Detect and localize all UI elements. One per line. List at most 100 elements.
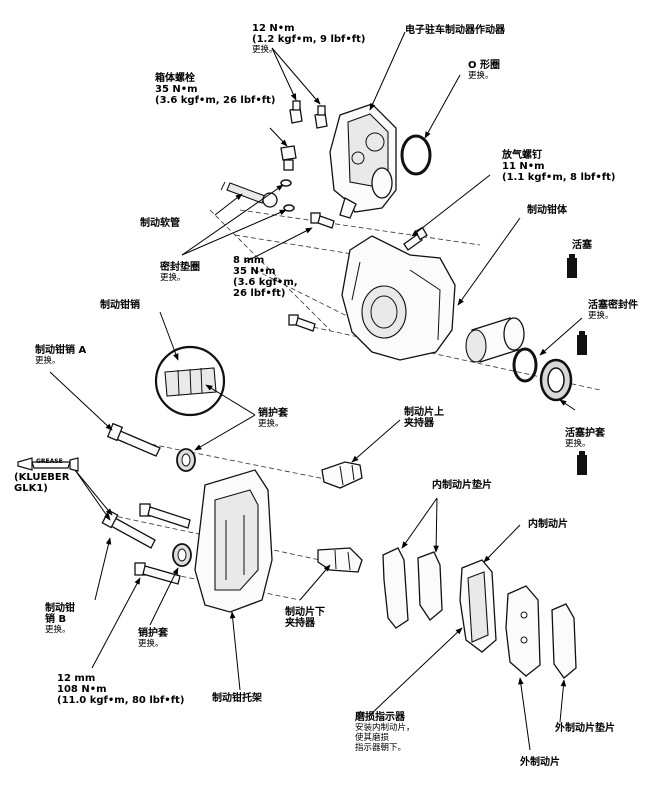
lower-retainer-line1: 制动片下 [285, 607, 325, 618]
wear-indicator-line1: 安装内制动片， [355, 723, 415, 733]
inner-brake-pad [459, 559, 497, 653]
label-banjo-bolt: 箱体螺栓 35 N•m (3.6 kgf•m, 26 lbf•ft) [155, 73, 275, 106]
label-o-ring: O 形圈 更换。 [468, 60, 500, 81]
label-pin-a: 制动钳销 A 更换。 [35, 345, 86, 366]
banjo-bolt-imperial: (3.6 kgf•m, 26 lbf•ft) [155, 95, 276, 106]
bracket-bolt-lower [134, 562, 181, 585]
label-actuator-torque: 12 N•m (1.2 kgf•m, 9 lbf•ft) 更换。 [252, 23, 366, 55]
upper-retainer-line2: 夹持器 [404, 418, 434, 429]
inner-pad-text: 内制动片 [528, 519, 568, 530]
label-upper-retainer: 制动片上 夹持器 [404, 407, 444, 429]
epb-actuator [329, 103, 397, 219]
pin-boot-lower-title: 销护套 [138, 628, 168, 639]
pin-boot-upper-note: 更换。 [258, 419, 284, 429]
caliper-pin-detail-circle [154, 345, 226, 417]
banjo-bolt-title: 箱体螺栓 [155, 73, 195, 84]
epb-actuator-text: 电子驻车制动器作动器 [405, 25, 505, 36]
pin-a-title: 制动钳销 A [35, 345, 87, 356]
pin-boot-upper [176, 448, 196, 472]
bleeder-title: 放气螺钉 [502, 150, 542, 161]
piston-text: 活塞 [572, 240, 592, 251]
actuator-torque-note: 更换。 [252, 45, 278, 55]
lower-pad-retainer [317, 547, 363, 573]
o-ring [400, 134, 432, 176]
pin-boot-upper-title: 销护套 [258, 408, 288, 419]
piston-boot [539, 358, 573, 402]
label-bracket-bolt: 12 mm 108 N•m (11.0 kgf•m, 80 lbf•ft) [57, 673, 184, 706]
brake-fluid-icon [567, 254, 587, 475]
inner-shim-text: 内制动片垫片 [432, 480, 492, 491]
outer-brake-pad [505, 585, 541, 677]
pin-b-note: 更换。 [45, 625, 71, 635]
label-piston-seal: 活塞密封件 更换。 [588, 300, 638, 321]
label-piston-boot: 活塞护套 更换。 [565, 428, 605, 449]
caliper-bolt-lower [288, 314, 316, 332]
sealing-washer-title: 密封垫圈 [160, 262, 200, 273]
caliper-body [341, 235, 456, 361]
upper-pad-retainer [321, 461, 363, 489]
label-wear-indicator: 磨损指示器 安装内制动片， 使其磨损 指示器朝下。 [355, 712, 415, 753]
sealing-washer-upper [280, 179, 292, 187]
label-brake-hose: 制动软管 [140, 218, 180, 229]
bleeder-nm: 11 N•m [502, 161, 545, 172]
caliper-bracket [194, 469, 273, 613]
outer-shim-text: 外制动片垫片 [555, 723, 615, 734]
label-piston: 活塞 [572, 240, 592, 251]
inner-pad-shim [382, 547, 443, 629]
label-grease: GREASE (KLUEBER GLK1) [14, 458, 69, 494]
label-outer-pad: 外制动片 [520, 757, 560, 768]
wear-indicator-line3: 指示器朝下。 [355, 743, 407, 753]
lower-retainer-line2: 夹持器 [285, 618, 315, 629]
label-bolt-8mm: 8 mm 35 N•m (3.6 kgf•m, 26 lbf•ft) [233, 255, 298, 299]
piston-boot-note: 更换。 [565, 439, 591, 449]
label-caliper-body: 制动钳体 [527, 205, 567, 216]
sealing-washer-note: 更换。 [160, 273, 186, 283]
label-inner-shim: 内制动片垫片 [432, 480, 492, 491]
bracket-bolt-nm: 108 N•m [57, 684, 107, 695]
caliper-bracket-text: 制动钳托架 [212, 693, 262, 704]
label-pin-boot-upper: 销护套 更换。 [258, 408, 288, 429]
pin-b-line2: 销 B [45, 614, 67, 625]
piston-seal-title: 活塞密封件 [588, 300, 638, 311]
pin-b-line1: 制动钳 [45, 603, 75, 614]
bolt-8mm-lbf: 26 lbf•ft) [233, 288, 286, 299]
grease-type-line1: (KLUEBER [14, 472, 70, 483]
wear-indicator-title: 磨损指示器 [355, 712, 405, 723]
upper-retainer-line1: 制动片上 [404, 407, 444, 418]
label-inner-pad: 内制动片 [528, 519, 568, 530]
bracket-bolt-size: 12 mm [57, 673, 96, 684]
bolt-8mm-size: 8 mm [233, 255, 265, 266]
grease-type-line2: GLK1) [14, 483, 48, 494]
caliper-pin-a [106, 422, 161, 457]
wear-indicator-line2: 使其磨损 [355, 733, 390, 743]
leader-lines [49, 31, 583, 751]
label-caliper-pin: 制动钳销 [100, 300, 140, 311]
banjo-bolt [280, 145, 297, 171]
outer-pad-text: 外制动片 [520, 757, 560, 768]
grease-tube-icon [17, 457, 79, 472]
bleeder-screw [403, 226, 428, 251]
pin-a-note: 更换。 [35, 356, 61, 366]
actuator-torque-imperial: (1.2 kgf•m, 9 lbf•ft) [252, 34, 366, 45]
caliper-pin-text: 制动钳销 [100, 300, 140, 311]
pin-boot-lower-note: 更换。 [138, 639, 164, 649]
bracket-bolt-upper [139, 503, 191, 529]
label-sealing-washer: 密封垫圈 更换。 [160, 262, 200, 283]
actuator-bolts [289, 100, 328, 129]
piston-boot-title: 活塞护套 [565, 428, 605, 439]
label-pin-b: 制动钳 销 B 更换。 [45, 603, 75, 635]
piston-seal-note: 更换。 [588, 311, 614, 321]
bracket-bolt-imperial: (11.0 kgf•m, 80 lbf•ft) [57, 695, 185, 706]
pin-boot-lower [172, 543, 192, 567]
piston [465, 317, 525, 363]
o-ring-title: O 形圈 [468, 60, 500, 71]
actuator-torque-nm: 12 N•m [252, 23, 295, 34]
brake-hose-text: 制动软管 [140, 218, 180, 229]
piston-seal [512, 347, 538, 383]
label-caliper-bracket: 制动钳托架 [212, 693, 262, 704]
outer-pad-shim [551, 603, 577, 679]
banjo-bolt-nm: 35 N•m [155, 84, 198, 95]
label-pin-boot-lower: 销护套 更换。 [138, 628, 168, 649]
